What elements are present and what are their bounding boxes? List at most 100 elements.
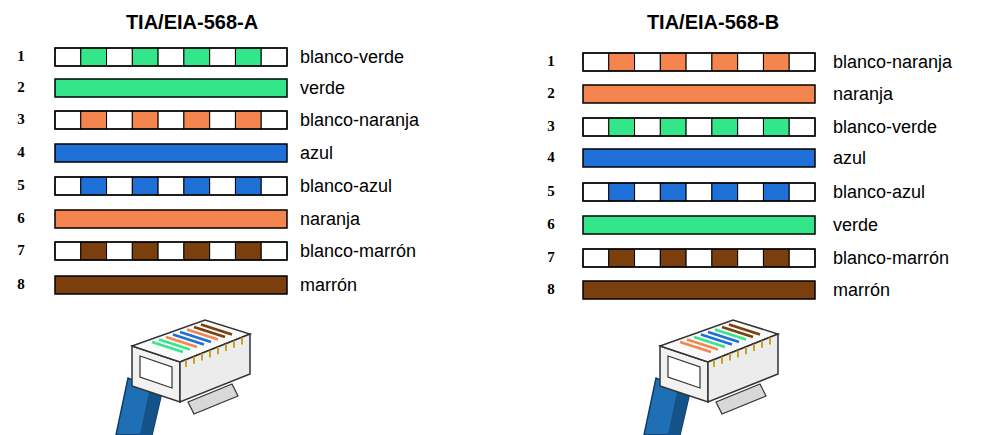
stripe-segment xyxy=(583,183,609,201)
pin-number: 3 xyxy=(547,118,555,135)
pin-number: 7 xyxy=(547,249,555,266)
stripe-segment xyxy=(55,242,81,260)
stripe-segment xyxy=(712,53,738,71)
wire-bar xyxy=(583,281,815,299)
stripe-segment xyxy=(261,48,287,66)
stripe-segment xyxy=(686,249,712,267)
stripe-segment xyxy=(261,242,287,260)
stripe-segment xyxy=(609,118,635,136)
plug-contact xyxy=(753,344,755,351)
plug-contact xyxy=(225,344,227,351)
stripe-segment xyxy=(609,249,635,267)
wire-bar xyxy=(583,249,815,267)
stripe-segment xyxy=(184,48,210,66)
solid-wire xyxy=(55,79,287,97)
stripe-segment xyxy=(55,111,81,129)
plug-contact xyxy=(769,338,771,345)
stripe-segment xyxy=(635,118,661,136)
wire-bar xyxy=(583,149,815,167)
stripe-segment xyxy=(235,242,261,260)
stripe-segment xyxy=(235,177,261,195)
stripe-segment xyxy=(738,53,764,71)
wire-color-label: blanco-verde xyxy=(300,47,404,68)
solid-wire xyxy=(55,210,287,228)
wire-color-label: blanco-azul xyxy=(833,182,925,203)
stripe-segment xyxy=(210,242,236,260)
stripe-segment xyxy=(235,111,261,129)
stripe-segment xyxy=(583,118,609,136)
rj45-plug xyxy=(116,320,250,435)
stripe-segment xyxy=(712,183,738,201)
pin-number: 5 xyxy=(17,177,25,194)
stripe-segment xyxy=(583,249,609,267)
solid-wire xyxy=(55,276,287,294)
stripe-segment xyxy=(235,48,261,66)
pin-number: 7 xyxy=(17,242,25,259)
wire-bar xyxy=(55,242,287,260)
pin-number: 1 xyxy=(547,53,555,70)
stripe-segment xyxy=(738,249,764,267)
pin-number: 8 xyxy=(17,276,25,293)
plug-contact xyxy=(729,354,731,361)
cable-opening xyxy=(668,356,700,388)
stripe-segment xyxy=(55,48,81,66)
wire-color-label: blanco-naranja xyxy=(300,110,419,131)
stripe-segment xyxy=(712,118,738,136)
stripe-segment xyxy=(184,242,210,260)
stripe-segment xyxy=(635,249,661,267)
stripe-segment xyxy=(55,177,81,195)
stripe-segment xyxy=(789,183,815,201)
stripe-segment xyxy=(609,183,635,201)
stripe-segment xyxy=(583,53,609,71)
wire-color-label: verde xyxy=(300,78,345,99)
wire-color-label: naranja xyxy=(300,209,360,230)
wire-bar xyxy=(55,48,287,66)
wire-bar xyxy=(55,79,287,97)
stripe-segment xyxy=(712,249,738,267)
solid-wire xyxy=(583,281,815,299)
plug-contact xyxy=(745,347,747,354)
pin-number: 6 xyxy=(547,216,555,233)
cable-opening xyxy=(140,356,172,388)
wire-color-label: blanco-marrón xyxy=(300,241,416,262)
rj45-plug xyxy=(644,320,778,435)
striped-wire-outline xyxy=(583,118,815,136)
pin-number: 8 xyxy=(547,281,555,298)
plug-contact xyxy=(185,360,187,367)
stripe-segment xyxy=(763,183,789,201)
striped-wire-outline xyxy=(55,242,287,260)
stripe-segment xyxy=(763,249,789,267)
stripe-segment xyxy=(107,177,133,195)
pin-number: 2 xyxy=(17,79,25,96)
striped-wire-outline xyxy=(55,111,287,129)
plug-contact xyxy=(233,341,235,348)
pin-number: 1 xyxy=(17,48,25,65)
pin-number: 4 xyxy=(17,144,25,161)
wire-bar xyxy=(583,53,815,71)
stripe-segment xyxy=(210,177,236,195)
stripe-segment xyxy=(81,242,107,260)
pin-number: 4 xyxy=(547,149,555,166)
plug-latch xyxy=(188,384,238,414)
pin-number: 3 xyxy=(17,111,25,128)
wire-color-label: blanco-marrón xyxy=(833,248,949,269)
plug-contact xyxy=(193,357,195,364)
stripe-segment xyxy=(158,177,184,195)
wire-bar xyxy=(583,118,815,136)
plug-contact xyxy=(737,350,739,357)
wire-bar xyxy=(55,276,287,294)
wire-color-label: naranja xyxy=(833,84,893,105)
stripe-segment xyxy=(635,183,661,201)
solid-wire xyxy=(583,85,815,103)
stripe-segment xyxy=(81,48,107,66)
wire-color-label: verde xyxy=(833,215,878,236)
plug-wire xyxy=(729,325,760,335)
striped-wire-outline xyxy=(583,183,815,201)
stripe-segment xyxy=(210,111,236,129)
stripe-segment xyxy=(81,111,107,129)
pin-number: 6 xyxy=(17,210,25,227)
standard-title: TIA/EIA-568-A xyxy=(126,11,258,34)
stripe-segment xyxy=(686,53,712,71)
stripe-segment xyxy=(184,177,210,195)
